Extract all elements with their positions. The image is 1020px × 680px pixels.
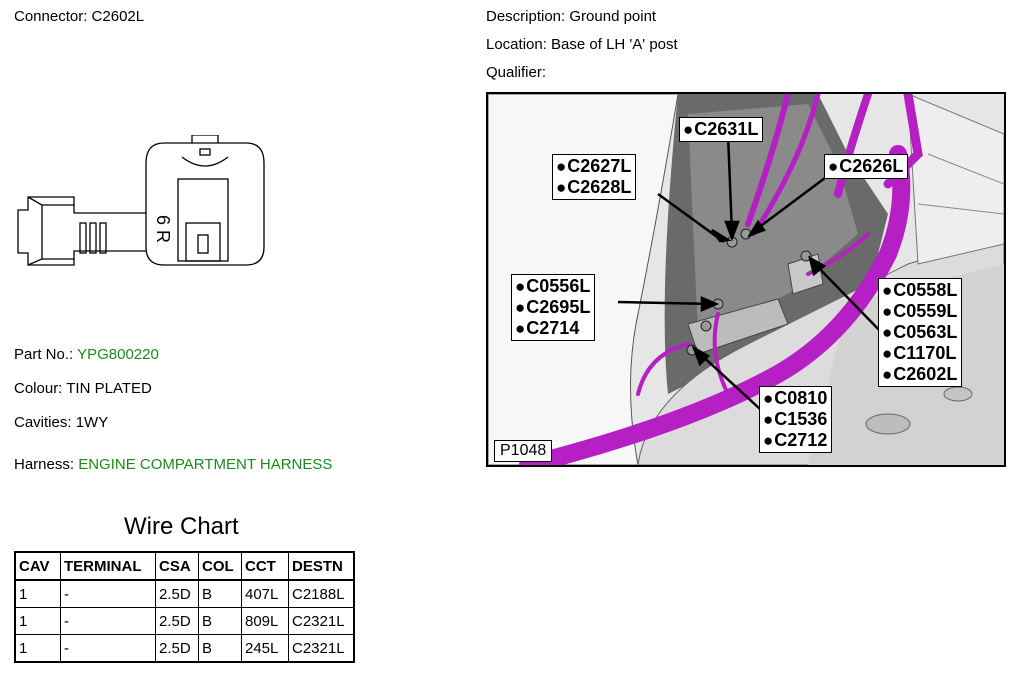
wire-chart-table: CAV TERMINAL CSA COL CCT DESTN 1 - 2.5D … xyxy=(14,551,355,663)
cell-cav: 1 xyxy=(14,607,61,635)
cell-destn: C2321L xyxy=(288,634,355,663)
connector-drawing: 6 R xyxy=(17,135,265,266)
wire-chart-header-row: CAV TERMINAL CSA COL CCT DESTN xyxy=(14,551,355,581)
cell-terminal: - xyxy=(60,607,156,635)
colour-line: Colour: TIN PLATED xyxy=(14,380,152,397)
part-no-label: Part No.: xyxy=(14,346,78,363)
location-value: Base of LH 'A' post xyxy=(551,36,678,53)
header-destn: DESTN xyxy=(288,551,355,581)
location-photo: C2631L C2627LC2628L C2626L C0556LC2695LC… xyxy=(486,92,1006,467)
cell-col: B xyxy=(198,579,242,608)
table-row: 1 - 2.5D B 245L C2321L xyxy=(14,634,355,663)
cell-cav: 1 xyxy=(14,634,61,663)
harness-line: Harness: ENGINE COMPARTMENT HARNESS xyxy=(14,456,332,473)
callout-c2627l-c2628l: C2627LC2628L xyxy=(552,154,637,200)
connector-line: Connector: C2602L xyxy=(14,8,144,25)
description-label: Description: xyxy=(486,8,570,25)
header-cct: CCT xyxy=(241,551,289,581)
cell-cct: 407L xyxy=(241,579,289,608)
cell-csa: 2.5D xyxy=(155,579,199,608)
cell-csa: 2.5D xyxy=(155,607,199,635)
drawing-marking: 6 R xyxy=(153,215,173,243)
callout-c0556l-c2695l-c2714: C0556LC2695LC2714 xyxy=(511,274,596,341)
cell-col: B xyxy=(198,634,242,663)
header-cav: CAV xyxy=(14,551,61,581)
description-value: Ground point xyxy=(569,8,657,25)
header-col: COL xyxy=(198,551,242,581)
cell-destn: C2321L xyxy=(288,607,355,635)
colour-label: Colour: xyxy=(14,380,67,397)
harness-value: ENGINE COMPARTMENT HARNESS xyxy=(78,456,333,473)
cell-destn: C2188L xyxy=(288,579,355,608)
callout-c2626l: C2626L xyxy=(824,154,909,179)
header-terminal: TERMINAL xyxy=(60,551,156,581)
cell-terminal: - xyxy=(60,579,156,608)
header-csa: CSA xyxy=(155,551,199,581)
colour-value: TIN PLATED xyxy=(66,380,152,397)
connector-label: Connector: xyxy=(14,8,92,25)
photo-reference: P1048 xyxy=(494,440,553,462)
connector-value: C2602L xyxy=(91,8,145,25)
wire-chart-title: Wire Chart xyxy=(124,513,239,540)
cavities-label: Cavities: xyxy=(14,414,76,431)
qualifier-label: Qualifier: xyxy=(486,64,547,81)
table-row: 1 - 2.5D B 407L C2188L xyxy=(14,579,355,608)
table-row: 1 - 2.5D B 809L C2321L xyxy=(14,607,355,635)
location-line: Location: Base of LH 'A' post xyxy=(486,36,678,53)
cell-col: B xyxy=(198,607,242,635)
callout-c0810-c1536-c2712: C0810C1536C2712 xyxy=(759,386,833,453)
callout-c0558l-c2602l: C0558LC0559LC0563LC1170LC2602L xyxy=(878,278,963,387)
harness-label: Harness: xyxy=(14,456,79,473)
callout-c2631l: C2631L xyxy=(679,117,764,142)
description-line: Description: Ground point xyxy=(486,8,656,25)
cavities-line: Cavities: 1WY xyxy=(14,414,108,431)
cell-cct: 245L xyxy=(241,634,289,663)
location-label: Location: xyxy=(486,36,552,53)
cell-cct: 809L xyxy=(241,607,289,635)
cell-csa: 2.5D xyxy=(155,634,199,663)
qualifier-line: Qualifier: xyxy=(486,64,546,81)
cell-cav: 1 xyxy=(14,579,61,608)
part-no-value: YPG800220 xyxy=(77,346,159,363)
cell-terminal: - xyxy=(60,634,156,663)
cavities-value: 1WY xyxy=(75,414,109,431)
part-no-line: Part No.: YPG800220 xyxy=(14,346,159,363)
